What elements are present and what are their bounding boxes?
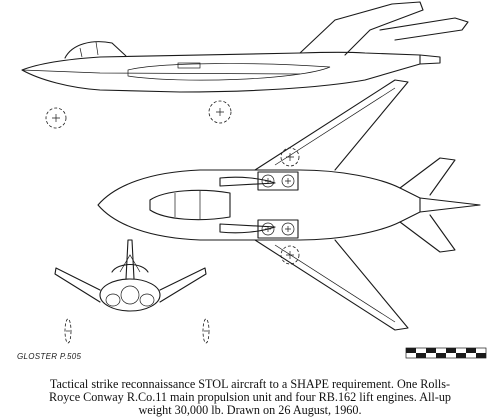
side-view-fin (299, 1, 424, 56)
side-view-canopy (64, 41, 127, 59)
scale-bar-segment (446, 348, 456, 353)
plan-view-wing-upper (254, 79, 409, 171)
drawing-label: GLOSTER P.505 (17, 352, 82, 361)
lift-engine-bay-lower (257, 219, 299, 239)
plan-view-fuselage (97, 169, 421, 241)
lift-engine-bay-upper (257, 171, 299, 191)
caption-line-3: weight 30,000 lb. Drawn on 26 August, 19… (138, 403, 362, 418)
side-view (21, 1, 469, 129)
figure-caption: Tactical strike reconnaissance STOL airc… (0, 377, 500, 418)
scale-bar-segment (476, 353, 486, 358)
scale-bar (405, 347, 487, 359)
side-view-hatch (177, 62, 201, 69)
front-view-wing-right (159, 267, 207, 303)
plan-view-tailplane-lower (399, 214, 456, 253)
scale-bar-segment (466, 348, 476, 353)
plan-view-lift-engine-ghost-upper (280, 147, 300, 167)
caption-line-2: Royce Conway R.Co.11 main propulsion uni… (48, 390, 452, 405)
plan-view-tailplane-upper (399, 157, 456, 196)
plan-view-lift-engine-ghost-lower (280, 245, 300, 265)
scale-bar-segment (406, 348, 416, 353)
plan-view-canopy (149, 189, 231, 221)
side-view-lift-engine-fwd (45, 107, 67, 129)
scale-bar-segment (436, 353, 446, 358)
plan-view-wing-lower (254, 239, 409, 331)
scale-bar-segment (456, 353, 466, 358)
front-view (54, 239, 210, 344)
side-view-lift-engine-aft (208, 100, 232, 124)
aircraft-three-view-drawing (21, 1, 487, 359)
caption-line-1: Tactical strike reconnaissance STOL airc… (49, 377, 451, 391)
front-view-wing-left (54, 267, 101, 303)
front-view-fuselage (99, 278, 161, 312)
side-view-tailplane (379, 17, 469, 41)
scale-bar-segment (416, 353, 426, 358)
plan-view (97, 79, 481, 331)
front-view-gear-right (202, 318, 210, 344)
side-view-fuselage (21, 51, 421, 93)
scale-bar-segment (426, 348, 436, 353)
front-view-gear-left (64, 318, 72, 344)
